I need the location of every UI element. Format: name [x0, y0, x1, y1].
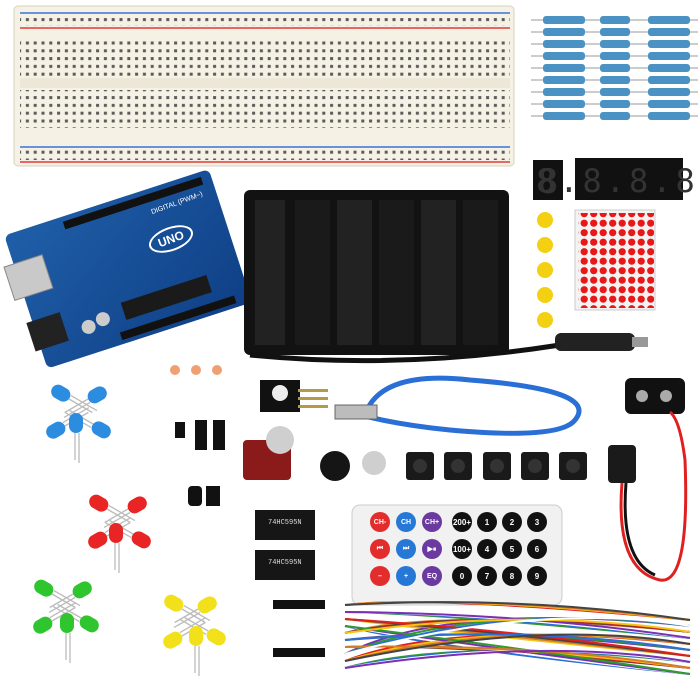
battery-holder — [244, 190, 648, 364]
usb-cable — [334, 375, 582, 436]
remote-number-key[interactable]: 7 — [477, 566, 497, 586]
remote-number-key[interactable]: 9 — [527, 566, 547, 586]
remote-number-key[interactable]: 2 — [502, 512, 522, 532]
remote-number-key[interactable]: 8 — [502, 566, 522, 586]
misc-components — [170, 365, 386, 506]
jumper-wires — [344, 601, 691, 675]
remote-number-key[interactable]: 5 — [502, 539, 522, 559]
pin-headers — [273, 600, 325, 657]
remote-number-key[interactable]: 0 — [452, 566, 472, 586]
svg-text:8: 8 — [538, 162, 558, 202]
remote-key[interactable]: EQ — [422, 566, 442, 586]
remote-number-key[interactable]: 100+ — [452, 539, 472, 559]
led-group-red — [88, 494, 151, 573]
remote-key[interactable]: CH- — [370, 512, 390, 532]
shift-register-chips — [255, 510, 315, 580]
remote-key[interactable]: – — [370, 566, 390, 586]
led-group-green — [33, 579, 99, 663]
resistor-set — [531, 16, 698, 120]
breadboard — [13, 5, 515, 167]
shift-register-label-1: 74HC595N — [268, 519, 302, 527]
remote-number-key[interactable]: 4 — [477, 539, 497, 559]
tact-switches — [406, 452, 587, 480]
remote-key[interactable]: ⏭ — [396, 539, 416, 559]
seven-segment-single: 8 — [533, 160, 563, 202]
svg-text:8.8.8.8.: 8.8.8.8. — [536, 162, 700, 200]
seven-segment-four-digit: 8.8.8.8. — [536, 158, 700, 200]
remote-number-key[interactable]: 1 — [477, 512, 497, 532]
shift-register-label-2: 74HC595N — [268, 559, 302, 567]
remote-key[interactable]: CH — [396, 512, 416, 532]
button-caps — [537, 212, 553, 328]
remote-key[interactable]: ⏮ — [370, 539, 390, 559]
led-group-blue — [46, 384, 111, 463]
led-matrix — [574, 209, 656, 311]
remote-key[interactable]: + — [396, 566, 416, 586]
remote-number-key[interactable]: 6 — [527, 539, 547, 559]
remote-number-key[interactable]: 3 — [527, 512, 547, 532]
remote-key[interactable]: ▶⏸ — [422, 539, 442, 559]
remote-number-key[interactable]: 200+ — [452, 512, 472, 532]
arduino-uno-board — [3, 170, 251, 368]
battery-snap-cable — [608, 378, 688, 582]
led-group-yellow — [163, 594, 226, 676]
remote-key[interactable]: CH+ — [422, 512, 442, 532]
